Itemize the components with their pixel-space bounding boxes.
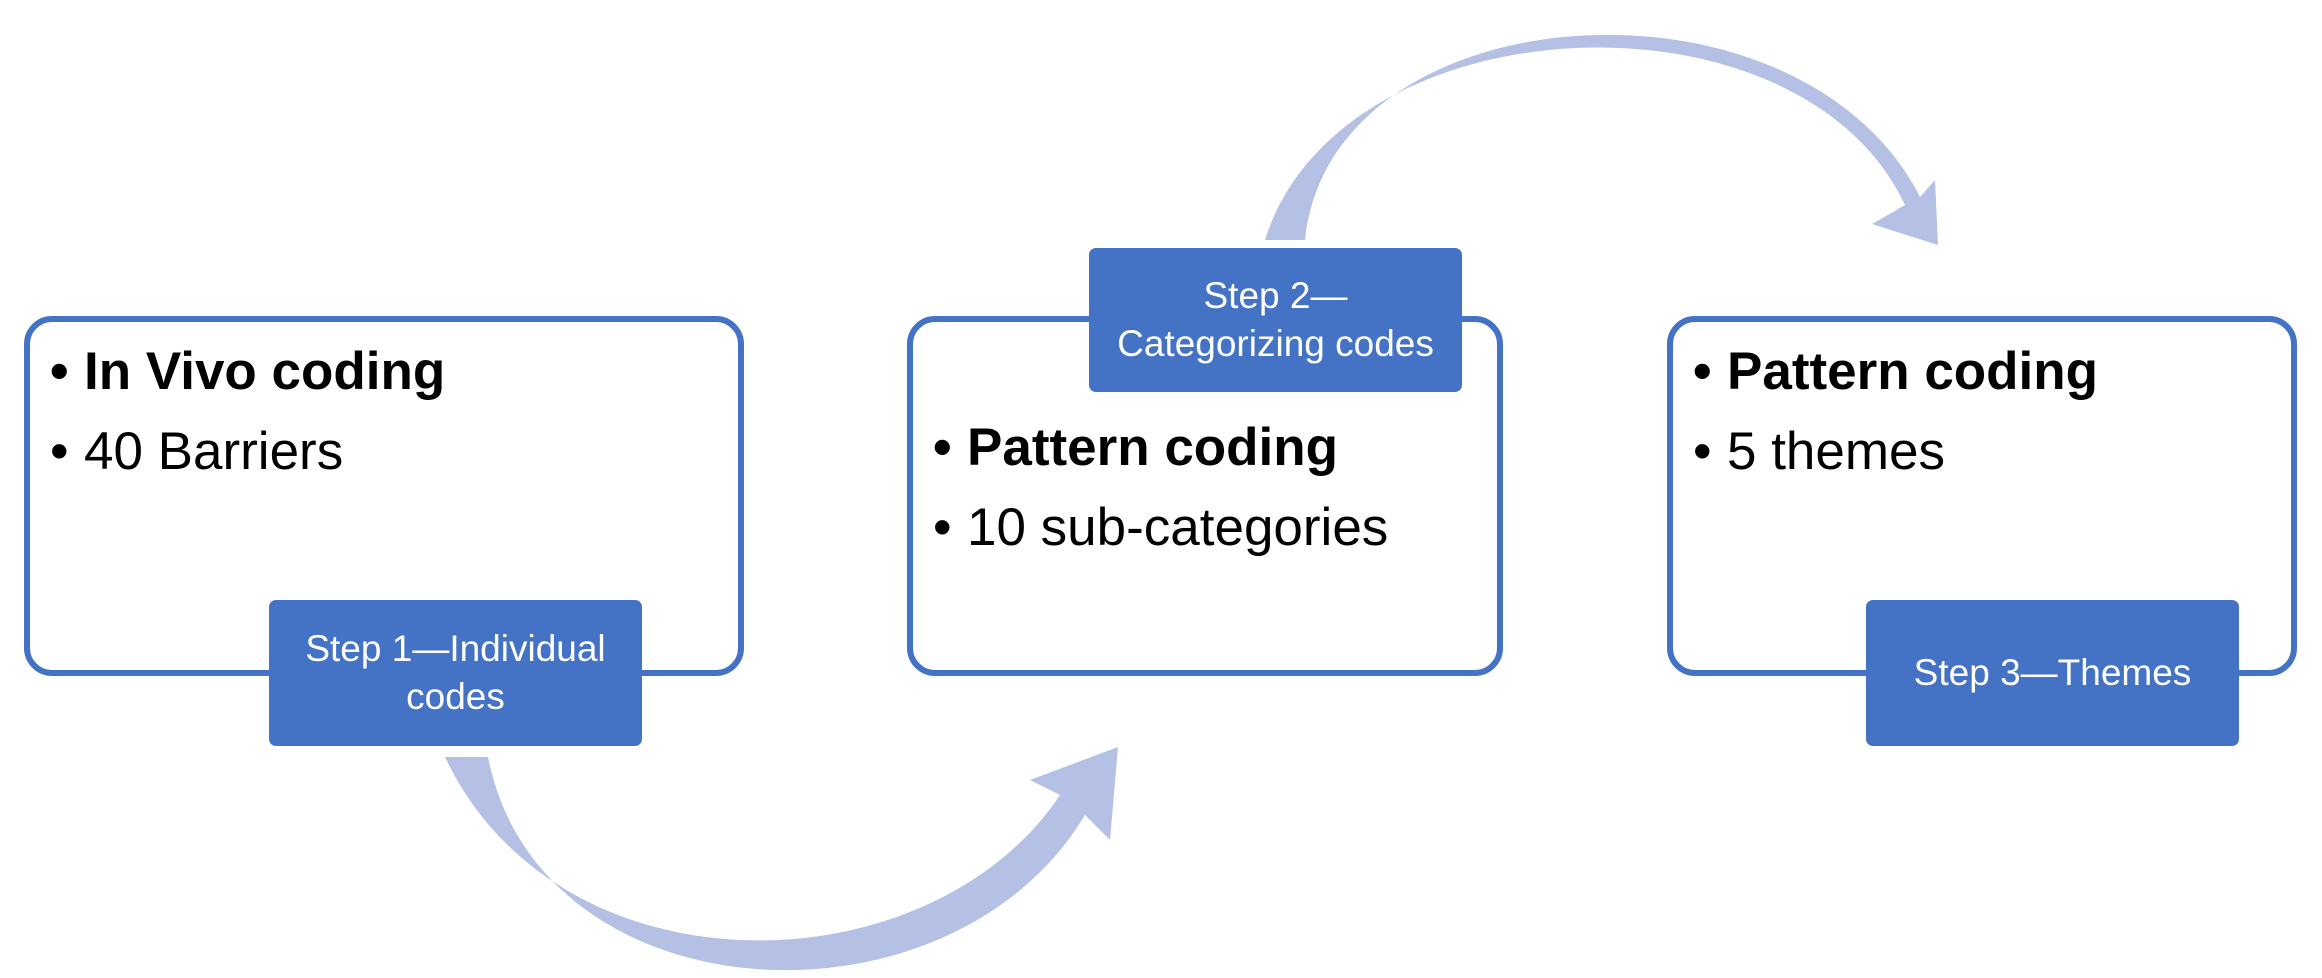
step-2-bullet-list: Pattern coding 10 sub-categories [933, 408, 1388, 568]
step-3-bullet-list: Pattern coding 5 themes [1693, 332, 2098, 492]
step-3-bullet-1: Pattern coding [1693, 332, 2098, 412]
step-2-bullet-1: Pattern coding [933, 408, 1388, 488]
step-1-bullet-list: In Vivo coding 40 Barriers [50, 332, 445, 492]
step-3-bullet-2: 5 themes [1693, 412, 2098, 492]
step-1-label: Step 1—Individual codes [269, 600, 642, 746]
step-2-label: Step 2— Categorizing codes [1089, 248, 1462, 392]
step-2-bullet-2: 10 sub-categories [933, 488, 1388, 568]
curved-arrow-step2-to-step3 [1265, 34, 1938, 245]
step-3-label: Step 3—Themes [1866, 600, 2239, 746]
curved-arrow-step1-to-step2 [445, 747, 1118, 971]
step-1-bullet-2: 40 Barriers [50, 412, 445, 492]
step-1-bullet-1: In Vivo coding [50, 332, 445, 412]
